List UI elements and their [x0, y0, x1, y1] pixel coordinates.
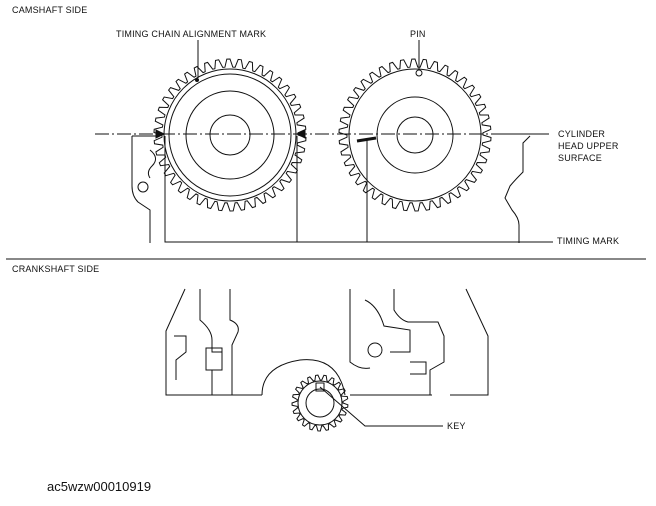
timing-chain-alignment-mark-label: TIMING CHAIN ALIGNMENT MARK [116, 29, 267, 39]
timing-mark-arrow-right [295, 129, 306, 139]
right-sprocket-rim [348, 68, 482, 202]
right-sprocket-hub [376, 96, 454, 174]
block-bolt-hole-right [367, 342, 383, 358]
cylinder-head-upper-surface-label-line2: HEAD UPPER [558, 141, 619, 151]
head-notch-left [147, 149, 156, 179]
block-right-contour [393, 289, 445, 395]
left-sprocket-bore [209, 114, 251, 156]
block-right-outline [349, 289, 432, 396]
right-sprocket-teeth [338, 58, 492, 212]
image-code: ac5wzw00010919 [47, 479, 152, 494]
crankshaft-side-label: CRANKSHAFT SIDE [12, 264, 100, 274]
right-timing-mark-stroke [356, 136, 377, 143]
cylinder-head-right-outline [504, 135, 531, 243]
timing-mark-arrow-left [155, 129, 166, 139]
timing-mark-label: TIMING MARK [557, 236, 620, 246]
block-mid-left [229, 289, 239, 395]
camshaft-side-label: CAMSHAFT SIDE [12, 5, 88, 15]
left-sprocket-teeth [153, 58, 307, 212]
cylinder-head-upper-surface-label-line3: SURFACE [558, 153, 602, 163]
block-left-outline [165, 288, 262, 396]
timing-mark-leader [164, 136, 553, 243]
cylinder-head-upper-surface-label-line1: CYLINDER [558, 129, 606, 139]
key-label: KEY [447, 421, 466, 431]
left-sprocket-rim [163, 68, 297, 202]
block-left-detail [174, 335, 187, 380]
key-leader [319, 386, 443, 427]
pin-hole [415, 69, 423, 77]
left-sprocket-hub [185, 90, 275, 180]
block-right-edge [450, 288, 489, 396]
crank-sprocket-bore [305, 388, 335, 418]
left-sprocket-inner [168, 73, 292, 197]
pin-label: PIN [410, 29, 426, 39]
block-right-detail [364, 299, 411, 353]
block-boss [205, 347, 223, 371]
head-bolt-hole-left [137, 181, 149, 193]
crank-key [315, 382, 325, 392]
right-sprocket-bore [396, 116, 434, 154]
cylinder-head-left-outline [131, 135, 157, 243]
crank-sprocket-teeth [291, 374, 349, 432]
left-sprocket-alignment-dot [195, 78, 199, 82]
right-camshaft-sprocket [338, 58, 492, 212]
block-right-step [410, 361, 427, 375]
crank-housing-arc [261, 359, 346, 396]
left-camshaft-sprocket [153, 58, 307, 212]
crank-sprocket-rim [297, 380, 343, 426]
